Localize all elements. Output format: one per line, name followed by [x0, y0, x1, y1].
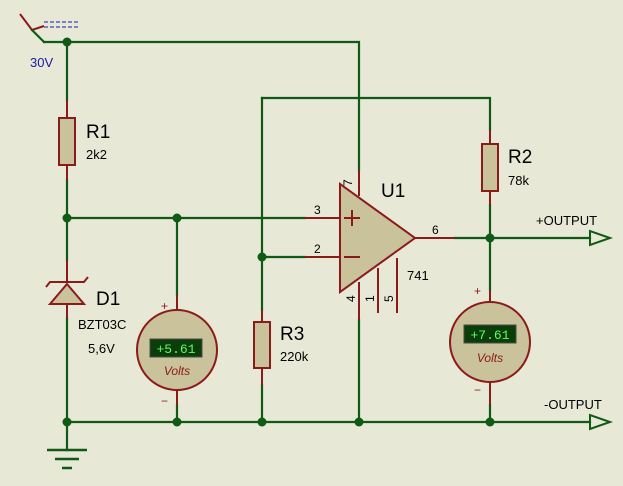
- neg-output-label: -OUTPUT: [544, 397, 602, 412]
- meter1-reading: +5.61: [156, 342, 195, 357]
- r2-value: 78k: [508, 173, 529, 188]
- u1-pin5: 5: [382, 295, 396, 302]
- r2-ref: R2: [508, 147, 532, 168]
- d1-value: 5,6V: [88, 341, 115, 356]
- voltmeter-2[interactable]: [449, 290, 531, 405]
- u1-pin2: 2: [314, 242, 321, 256]
- supply-voltage-label: 30V: [30, 55, 53, 70]
- r3-value: 220k: [280, 349, 309, 364]
- pos-output-label: +OUTPUT: [536, 213, 597, 228]
- u1-pin7: 7: [341, 179, 355, 186]
- meter2-plus: +: [474, 284, 481, 298]
- voltmeter-1[interactable]: [136, 295, 218, 405]
- r3-ref: R3: [280, 324, 304, 345]
- u1-pin1: 1: [363, 295, 377, 302]
- meter1-minus: −: [161, 394, 168, 408]
- r1-ref: R1: [86, 122, 110, 143]
- junctions: [62, 37, 495, 427]
- resistor-r1[interactable]: [58, 100, 76, 180]
- meter2-minus: −: [474, 383, 481, 397]
- u1-pin3: 3: [314, 203, 321, 217]
- meter2-reading: +7.61: [470, 328, 509, 343]
- power-terminal[interactable]: [19, 13, 78, 44]
- neg-output-terminal[interactable]: [589, 413, 614, 431]
- r1-value: 2k2: [86, 147, 107, 162]
- opamp-u1[interactable]: [305, 170, 455, 320]
- resistor-r3[interactable]: [253, 310, 271, 385]
- d1-ref: D1: [96, 289, 120, 310]
- u1-pin6: 6: [432, 223, 439, 237]
- meter2-unit: Volts: [477, 351, 503, 365]
- u1-part: 741: [407, 268, 429, 283]
- u1-pin4: 4: [344, 295, 358, 302]
- pos-output-terminal[interactable]: [589, 229, 614, 247]
- resistor-r2[interactable]: [481, 130, 499, 205]
- ground-symbol: [47, 448, 87, 470]
- meter1-plus: +: [161, 299, 168, 313]
- zener-d1[interactable]: [45, 260, 89, 318]
- meter1-unit: Volts: [164, 364, 190, 378]
- d1-part: BZT03C: [78, 317, 126, 332]
- u1-ref: U1: [381, 181, 405, 202]
